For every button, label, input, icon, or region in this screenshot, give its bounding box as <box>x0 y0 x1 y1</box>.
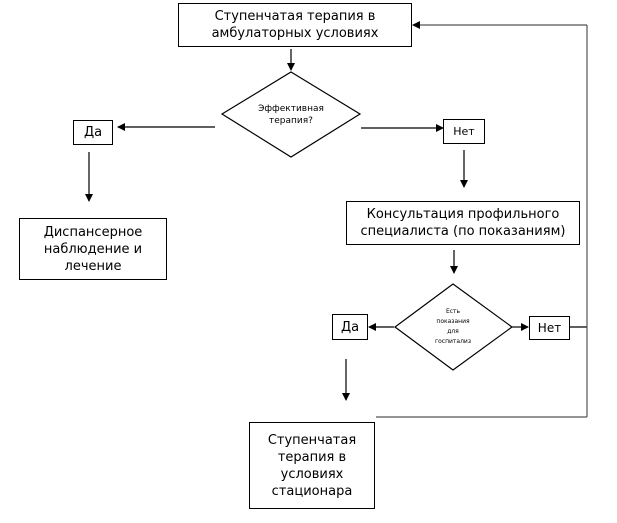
decision-text-line: для <box>447 328 459 335</box>
decision-diamond-hospitalization <box>393 283 514 371</box>
node-no-2: Нет <box>529 316 570 340</box>
node-text-line: лечение <box>64 258 122 274</box>
node-text-line: терапия в <box>277 449 347 465</box>
decision-text-hospitalization: Есть показания для госпитализ <box>420 305 486 349</box>
node-ambulatory-therapy: Ступенчатая терапия в амбулаторных услов… <box>178 3 412 47</box>
decision-text-line: показания <box>436 318 470 325</box>
node-yes-2: Да <box>332 314 368 340</box>
decision-text-effective: Эффективная терапия? <box>240 100 342 130</box>
node-text-line: условиях <box>280 466 344 482</box>
node-yes-1: Да <box>73 120 113 145</box>
decision-text-line: терапия? <box>269 116 313 126</box>
node-text-line: амбулаторных условиях <box>211 26 379 41</box>
no-label: Нет <box>537 320 562 335</box>
yes-label: Да <box>83 125 103 140</box>
node-text-line: Диспансерное <box>43 224 143 240</box>
node-text-line: стационара <box>271 483 353 499</box>
node-no-1: Нет <box>443 119 485 144</box>
decision-diamond-effective <box>220 71 362 158</box>
node-text-line: специалиста (по показаниям) <box>360 224 566 239</box>
node-text-line: Ступенчатая терапия в <box>214 9 376 24</box>
node-text-line: Консультация профильного <box>366 207 560 222</box>
node-text-line: Ступенчатая <box>267 432 357 448</box>
decision-text-line: госпитализ <box>434 338 472 345</box>
node-specialist-consultation: Консультация профильного специалиста (по… <box>346 201 580 245</box>
node-dispensary: Диспансерное наблюдение и лечение <box>19 218 167 280</box>
node-inpatient-therapy: Ступенчатая терапия в условиях стационар… <box>249 422 375 509</box>
yes-label: Да <box>340 319 360 335</box>
no-label: Нет <box>453 125 475 138</box>
decision-text-line: Эффективная <box>258 104 324 114</box>
decision-text-line: Есть <box>445 308 461 315</box>
node-text-line: наблюдение и <box>43 241 143 257</box>
